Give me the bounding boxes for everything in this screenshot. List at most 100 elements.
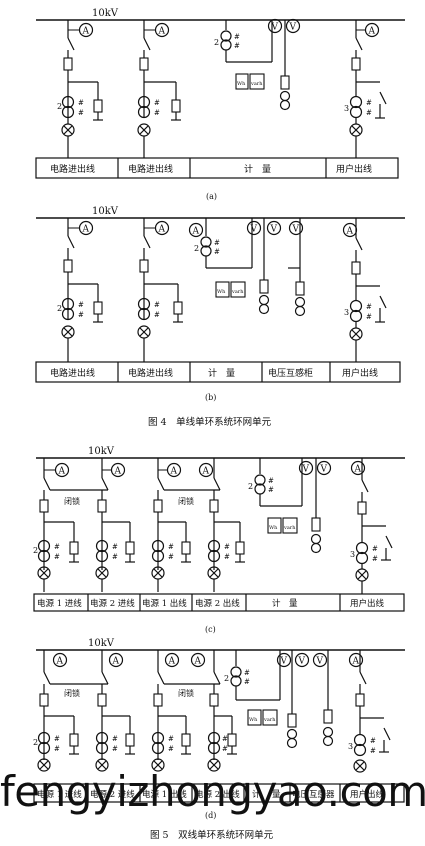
svg-text:Wh: Wh — [249, 717, 258, 723]
ammeter-icon — [52, 652, 68, 668]
svg-text:#: # — [54, 735, 60, 743]
panel-strip-c — [33, 593, 405, 612]
svg-text:3: 3 — [344, 104, 349, 113]
diagram-b: 10kV ## 2 A — [35, 206, 405, 402]
svg-text:V: V — [250, 225, 258, 235]
svg-text:V: V — [270, 225, 278, 235]
bus-label-b: 10kV — [92, 206, 119, 217]
svg-text:V: V — [298, 657, 306, 667]
feeder-b-2: ## A — [137, 218, 183, 362]
svg-text:A: A — [58, 467, 66, 477]
svg-text:A: A — [202, 467, 210, 477]
feeder-c-1: ## 2 A — [33, 458, 79, 592]
svg-text:#: # — [366, 99, 372, 107]
svg-text:2: 2 — [33, 738, 38, 747]
svg-text:V: V — [302, 465, 310, 475]
pt-cabinet-b: V — [288, 218, 306, 317]
feeder-c-user: ## 3 A — [350, 458, 393, 594]
feeder-a-2: ## A — [137, 20, 181, 158]
svg-text:#: # — [224, 543, 230, 551]
svg-text:2: 2 — [57, 102, 62, 111]
svg-text:varh: varh — [283, 525, 296, 531]
sub-label-d: (d) — [205, 811, 216, 820]
svg-text:#: # — [112, 745, 118, 753]
voltmeter-icon — [288, 220, 304, 236]
ammeter-icon — [350, 460, 366, 476]
panel-label: 计 量 — [244, 163, 271, 175]
feeder-b-user: ## 3 A — [342, 218, 387, 362]
svg-text:varh: varh — [263, 717, 276, 723]
panel-label: 电源 2 进线 — [90, 789, 135, 800]
panel-label: 电压互感器 — [292, 789, 335, 800]
panel-label: 计 — [252, 789, 261, 800]
svg-text:#: # — [154, 311, 160, 319]
voltmeter-icon — [298, 460, 314, 476]
diagram-d: 10kV ## 2 A — [33, 638, 405, 820]
svg-text:3: 3 — [350, 550, 355, 559]
panel-label: 电压互感柜 — [268, 367, 313, 379]
diagram-a: 10kV ## 2 A — [35, 8, 405, 201]
panel-label: 用户出线 — [350, 598, 385, 609]
ammeter-icon — [190, 652, 206, 668]
lock-label: 闭锁 — [178, 496, 194, 506]
watermark: fengyizhongyao.com — [0, 767, 425, 816]
panel-strip-d — [33, 783, 405, 803]
svg-text:#: # — [112, 553, 118, 561]
svg-text:A: A — [56, 657, 64, 667]
svg-text:A: A — [194, 657, 202, 667]
svg-text:Wh: Wh — [237, 81, 246, 87]
feeder-b-1: ## 2 A — [57, 218, 103, 362]
metering-d: ## 2 Wh varh V V — [224, 650, 310, 749]
svg-text:#: # — [54, 543, 60, 551]
svg-text:#: # — [244, 678, 250, 686]
svg-text:#: # — [78, 301, 84, 309]
svg-text:V: V — [289, 23, 297, 33]
voltmeter-icon — [312, 652, 328, 668]
ammeter-icon — [342, 222, 358, 238]
sub-label-a: (a) — [206, 192, 217, 201]
svg-text:A: A — [368, 27, 376, 37]
svg-text:#: # — [268, 486, 274, 494]
svg-text:V: V — [271, 23, 279, 33]
arrester — [93, 99, 103, 113]
svg-text:A: A — [354, 465, 362, 475]
svg-text:#: # — [154, 109, 160, 117]
svg-text:V: V — [320, 465, 328, 475]
voltmeter-icon — [266, 220, 282, 236]
metering-c: ## 2 Wh varh V V — [248, 458, 332, 554]
feeder-c-4: ## A — [198, 458, 245, 592]
feeder-a-1: ## 2 A — [57, 20, 103, 158]
feeder-d-user: ## 3 A — [348, 650, 391, 773]
svg-text:#: # — [214, 248, 220, 256]
svg-text:#: # — [370, 737, 376, 745]
svg-text:#: # — [222, 745, 228, 753]
svg-text:#: # — [268, 477, 274, 485]
svg-text:A: A — [158, 225, 166, 235]
svg-text:2: 2 — [194, 244, 199, 253]
svg-text:#: # — [214, 239, 220, 247]
panel-label: 电路进出线 — [128, 163, 173, 175]
svg-text:3: 3 — [344, 308, 349, 317]
panel-label: 计 量 — [208, 367, 235, 379]
bus-label-a: 10kV — [92, 8, 119, 19]
ammeter-icon — [188, 222, 204, 238]
figure-caption-4: 图 4 单线单环系统环网单元 — [148, 416, 272, 428]
svg-text:#: # — [168, 745, 174, 753]
voltmeter-icon — [316, 460, 332, 476]
svg-text:A: A — [170, 467, 178, 477]
svg-text:#: # — [234, 33, 240, 41]
sub-label-b: (b) — [205, 393, 216, 402]
svg-text:varh: varh — [231, 289, 244, 295]
svg-text:2: 2 — [248, 482, 253, 491]
panel-label: 用户出线 — [336, 163, 372, 175]
panel-label: 电源 2 出线 — [195, 789, 240, 800]
svg-text:#: # — [366, 313, 372, 321]
svg-text:#: # — [78, 109, 84, 117]
svg-text:A: A — [346, 227, 354, 237]
svg-text:#: # — [370, 747, 376, 755]
voltmeter-icon — [267, 18, 283, 34]
voltmeter-icon — [246, 220, 262, 236]
feeder-d-3: ## A — [151, 650, 191, 772]
feeder-c-3: ## A — [151, 458, 191, 592]
